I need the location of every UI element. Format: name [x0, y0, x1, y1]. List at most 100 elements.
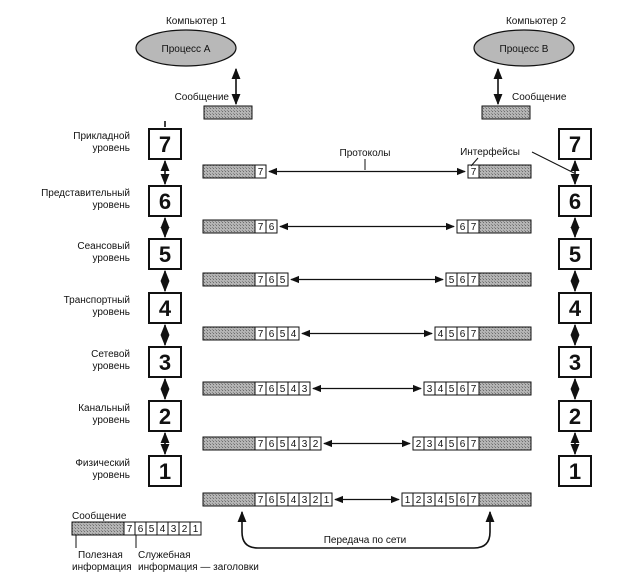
layer-name-line1: Сетевой: [91, 349, 130, 360]
layer-name-line2: уровень: [92, 307, 130, 318]
layer-number-left-1: 1: [159, 459, 171, 484]
legend-header-cell-label: 5: [149, 524, 155, 535]
payload-bar-right: [478, 381, 532, 396]
header-cell-label: 7: [258, 329, 264, 340]
header-cell-label: 6: [460, 329, 466, 340]
layer-box-right-5: [558, 238, 592, 270]
layer-name-line2: уровень: [92, 470, 130, 481]
legend-header-cell-label: 3: [171, 524, 177, 535]
header-cell: [254, 164, 267, 179]
legend-service-line2: информация — заголовки: [138, 561, 259, 573]
header-cell-label: 5: [449, 439, 455, 450]
layer-number-left-7: 7: [159, 132, 171, 157]
header-cell-label: 5: [449, 384, 455, 395]
layer-number-left-6: 6: [159, 189, 171, 214]
header-cell-label: 5: [449, 329, 455, 340]
network-transfer-arrow: [237, 510, 495, 549]
interfaces-pointer-left: [470, 157, 479, 167]
header-cell-label: 4: [438, 439, 444, 450]
header-cell-label: 1: [324, 495, 330, 506]
payload-bar-right: [478, 164, 532, 179]
layer-name-line1: Сеансовый: [77, 241, 130, 252]
payload-bar-left: [202, 436, 256, 451]
protocols-label: Протоколы: [340, 148, 391, 159]
payload-bar-left: [202, 326, 256, 341]
layer-name-line2: уровень: [92, 143, 130, 154]
header-cell-label: 7: [471, 275, 477, 286]
layer-number-right-5: 5: [569, 242, 581, 267]
layer-box-right-7: [558, 128, 592, 160]
header-cell-label: 6: [460, 275, 466, 286]
layer-box-right-4: [558, 292, 592, 324]
layer-number-left-2: 2: [159, 404, 171, 429]
layer-number-right-1: 1: [569, 459, 581, 484]
header-cell-label: 5: [449, 275, 455, 286]
legend-payload-line1: Полезная: [78, 550, 123, 561]
layer-name-line2: уровень: [92, 253, 130, 264]
network-transfer-label: Передача по сети: [324, 535, 407, 546]
layer-number-right-6: 6: [569, 189, 581, 214]
layer-number-right-3: 3: [569, 350, 581, 375]
layer-box-left-4: [148, 292, 182, 324]
header-cell: [298, 381, 311, 396]
process-b: Процесс В: [473, 29, 575, 67]
layer-name-line1: Транспортный: [64, 295, 130, 306]
message-right-label: Сообщение: [512, 91, 567, 103]
header-cell-label: 7: [471, 329, 477, 340]
layer-box-left-1: [148, 455, 182, 487]
header-cell-label: 2: [416, 495, 422, 506]
payload-bar-right: [478, 492, 532, 507]
layer-box-right-6: [558, 185, 592, 217]
header-cell: [320, 492, 333, 507]
legend-payload-line2: информация: [72, 561, 132, 573]
header-cell-label: 7: [471, 167, 477, 178]
layer-name-line1: Прикладной: [73, 131, 130, 142]
header-cell-label: 4: [291, 495, 297, 506]
layer-box-right-2: [558, 400, 592, 432]
header-cell-label: 3: [427, 495, 433, 506]
legend-header-cell-label: 6: [138, 524, 144, 535]
layer-box-left-7: [148, 128, 182, 160]
layer-box-left-5: [148, 238, 182, 270]
header-cell-label: 4: [291, 439, 297, 450]
layer-number-left-5: 5: [159, 242, 171, 267]
header-cell-label: 6: [269, 329, 275, 340]
header-cell-label: 3: [302, 384, 308, 395]
layer-names: ПрикладнойуровеньПредставительныйуровень…: [41, 131, 130, 481]
layer-number-right-4: 4: [569, 296, 582, 321]
header-cell-label: 7: [258, 439, 264, 450]
header-cell-label: 5: [280, 495, 286, 506]
payload-bar-left: [202, 272, 256, 287]
header-cell-label: 2: [416, 439, 422, 450]
header-cell-label: 7: [258, 167, 264, 178]
message-left-label: Сообщение: [175, 91, 230, 103]
payload-bar-left: [202, 219, 256, 234]
header-cell-label: 3: [427, 384, 433, 395]
header-cell-label: 7: [258, 384, 264, 395]
legend-header-cell-label: 7: [127, 524, 133, 535]
header-cell-label: 7: [471, 222, 477, 233]
process-a-label: Процесс А: [162, 44, 211, 55]
message-left-bar: [203, 105, 253, 120]
header-cell-label: 7: [471, 384, 477, 395]
header-cell-label: 5: [280, 329, 286, 340]
legend-header-cell-label: 4: [160, 524, 166, 535]
layer-box-right-1: [558, 455, 592, 487]
legend-header-cell: [189, 521, 202, 536]
header-cell: [265, 219, 278, 234]
legend-service-line1: Служебная: [138, 549, 191, 561]
layer-number-left-3: 3: [159, 350, 171, 375]
payload-bar-left: [202, 381, 256, 396]
legend-header-cell-label: 2: [182, 524, 188, 535]
legend-title: Сообщение: [72, 510, 127, 522]
computer-1-title: Компьютер 1: [166, 16, 227, 27]
